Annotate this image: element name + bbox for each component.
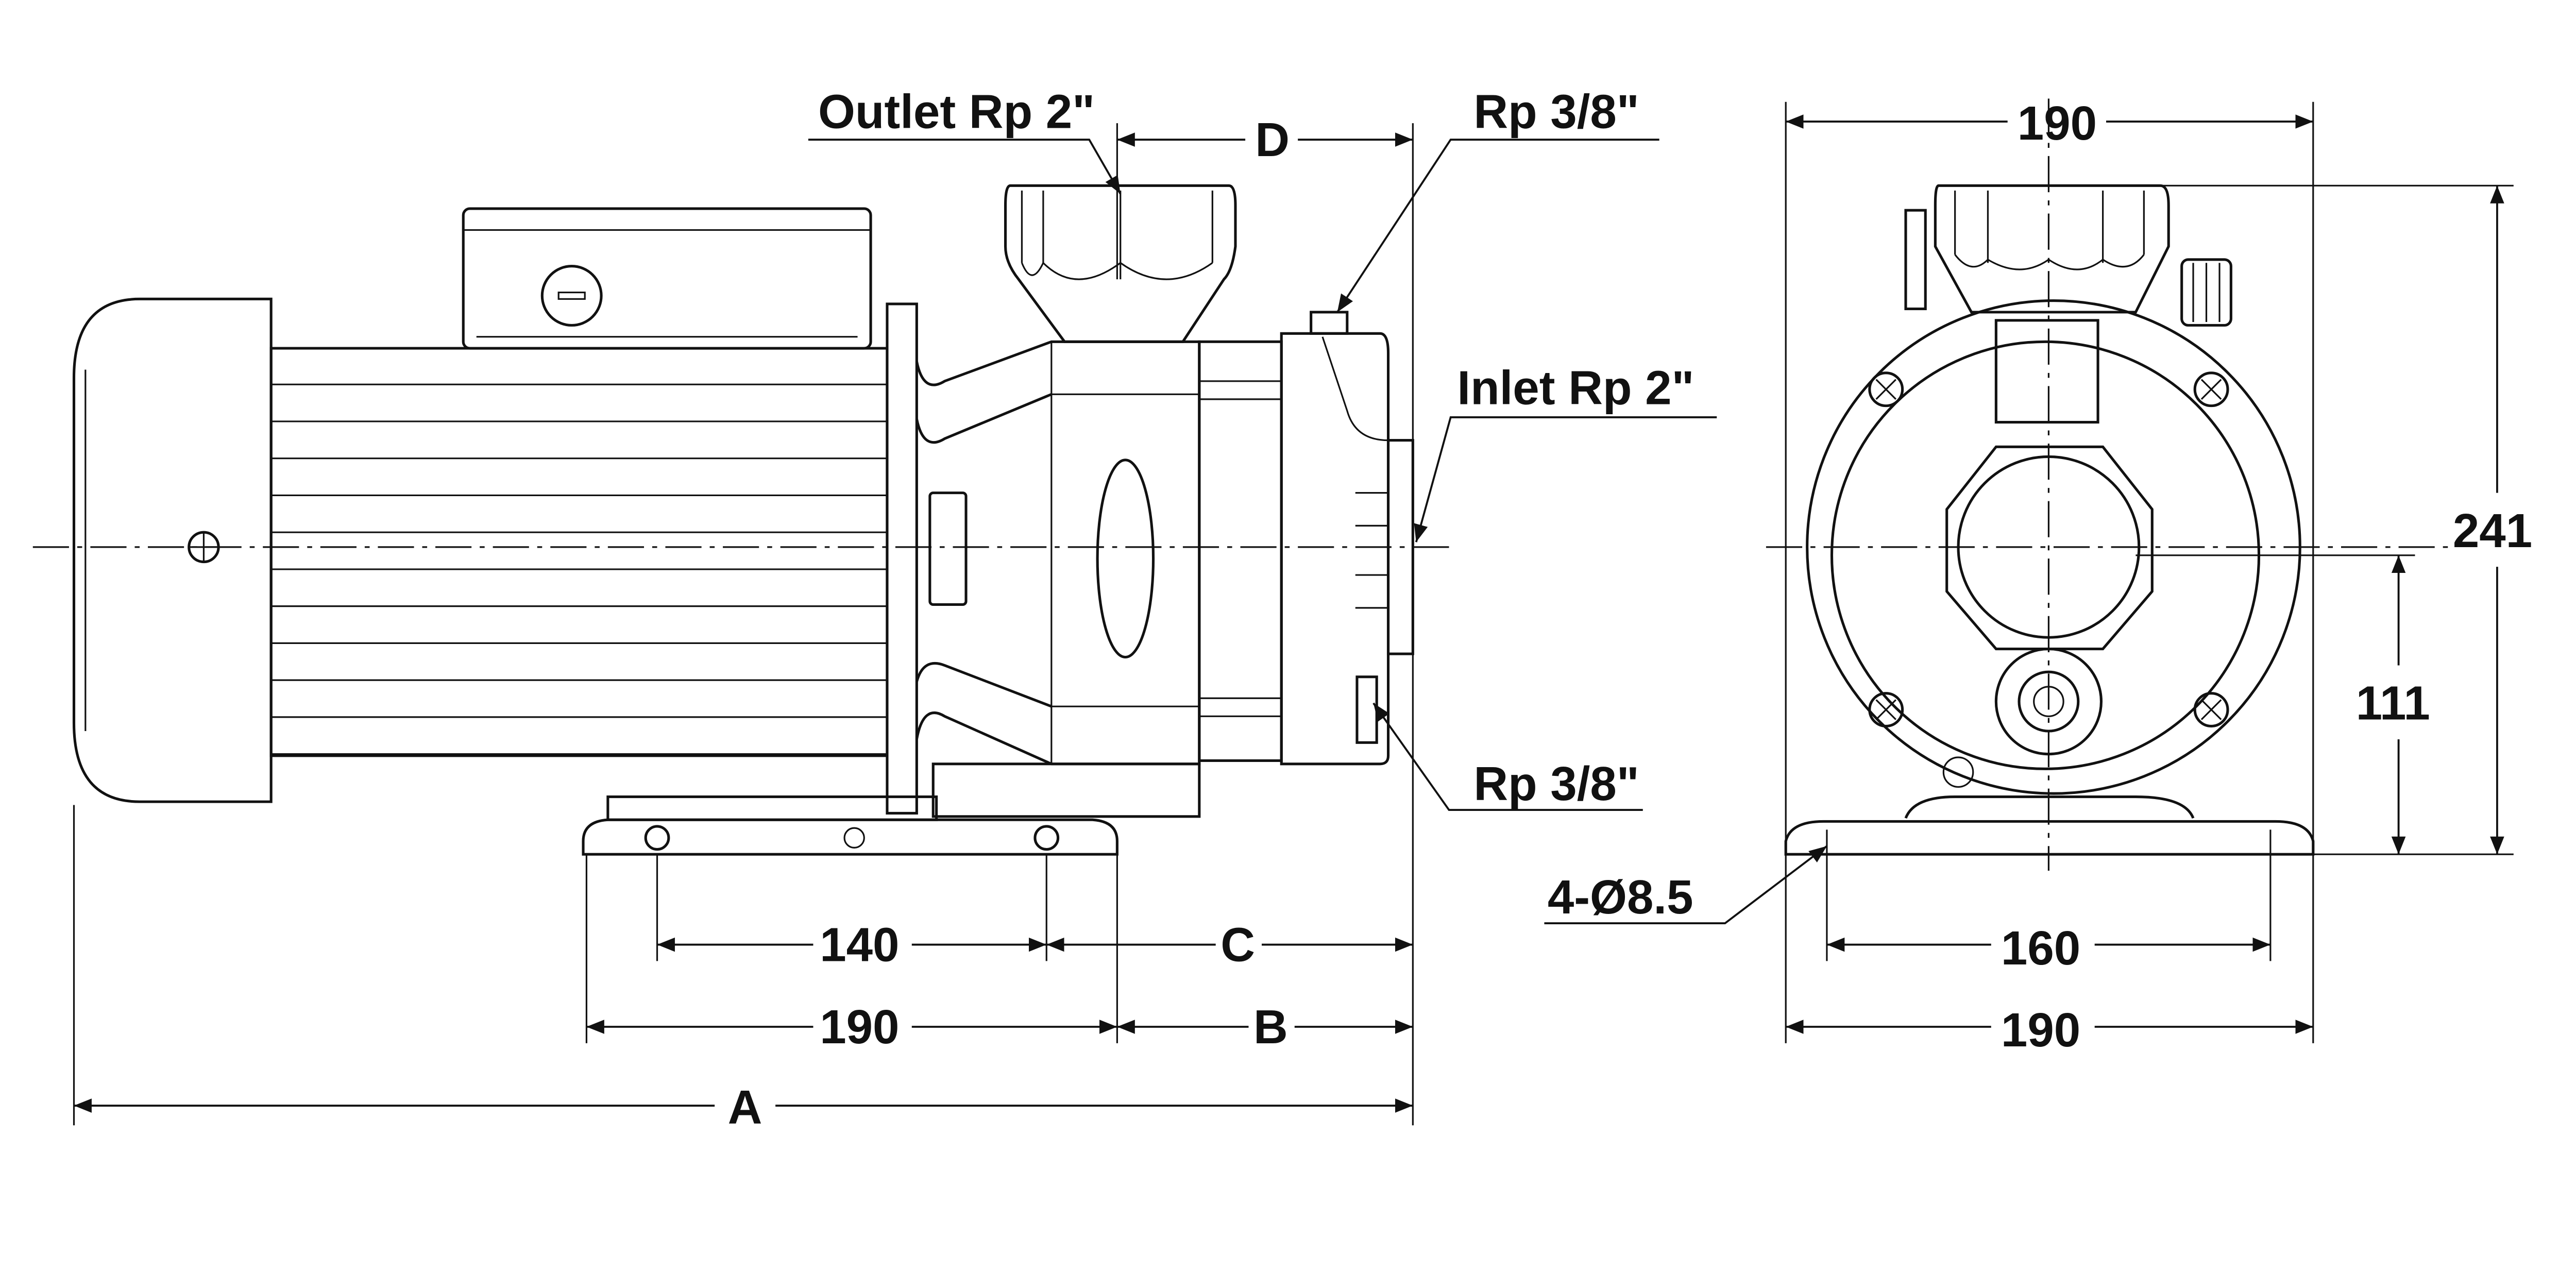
motor-outline (1806, 299, 2301, 795)
top-plug (1310, 311, 1349, 335)
side-port (1904, 209, 1927, 311)
side-view: Outlet Rp 2" D Rp 3/8" Inlet Rp 2" Rp 3/… (32, 85, 1717, 1134)
pump-dimension-drawing: Outlet Rp 2" D Rp 3/8" Inlet Rp 2" Rp 3/… (32, 85, 2532, 1134)
hole-spacing-label: 160 (2001, 921, 2080, 975)
bolt-icon (1868, 692, 1904, 727)
holes-label: 4-Ø8.5 (1548, 870, 1693, 924)
dim-d-label: D (1255, 113, 1290, 166)
dim-c-label: C (1221, 918, 1255, 971)
bolt-icon (1868, 371, 1904, 408)
axis-height-label: 111 (2356, 676, 2430, 730)
side-dimensions (73, 123, 1717, 1126)
bolt-icon (2193, 692, 2229, 727)
dim-190-label: 190 (820, 1000, 899, 1054)
inlet-bore (1957, 455, 2141, 639)
front-base (1784, 756, 2315, 856)
priming-plug-side (2180, 258, 2232, 327)
fan-cover (72, 297, 273, 803)
front-width-bottom-label: 190 (2001, 1003, 2080, 1057)
grounding-screw-icon (188, 531, 220, 564)
front-height-label: 241 (2453, 504, 2532, 557)
outlet-neck (1994, 319, 2099, 424)
pump-casing (915, 340, 1283, 818)
drain-plug (1994, 648, 2103, 756)
front-width-top-label: 190 (2018, 96, 2097, 150)
inlet-label: Inlet Rp 2" (1457, 361, 1694, 414)
motor-body (269, 347, 889, 757)
dim-a-label: A (728, 1080, 762, 1134)
drawing-canvas: Outlet Rp 2" D Rp 3/8" Inlet Rp 2" Rp 3/… (32, 85, 2532, 1134)
motor-base (582, 795, 1118, 856)
dim-b-label: B (1253, 1000, 1288, 1054)
front-dimensions (1544, 101, 2514, 1043)
bottom-port-label: Rp 3/8" (1473, 757, 1639, 810)
dim-140-label: 140 (820, 918, 899, 971)
nozzle-facets (1954, 190, 2145, 263)
front-view: 190 241 111 4-Ø8.5 160 190 (1544, 96, 2532, 1057)
outlet-nozzle-front (1934, 184, 2170, 314)
outlet-nozzle (1004, 184, 1237, 343)
terminal-box (462, 207, 872, 350)
nozzle-facet-curves (1954, 254, 2145, 270)
motor-flange (886, 302, 918, 815)
inlet-hex (1945, 445, 2154, 651)
outlet-label: Outlet Rp 2" (818, 85, 1095, 139)
bottom-plug (1355, 675, 1378, 744)
bolt-icon (2193, 371, 2229, 408)
top-port-label: Rp 3/8" (1473, 85, 1639, 139)
pump-head (1280, 311, 1414, 766)
